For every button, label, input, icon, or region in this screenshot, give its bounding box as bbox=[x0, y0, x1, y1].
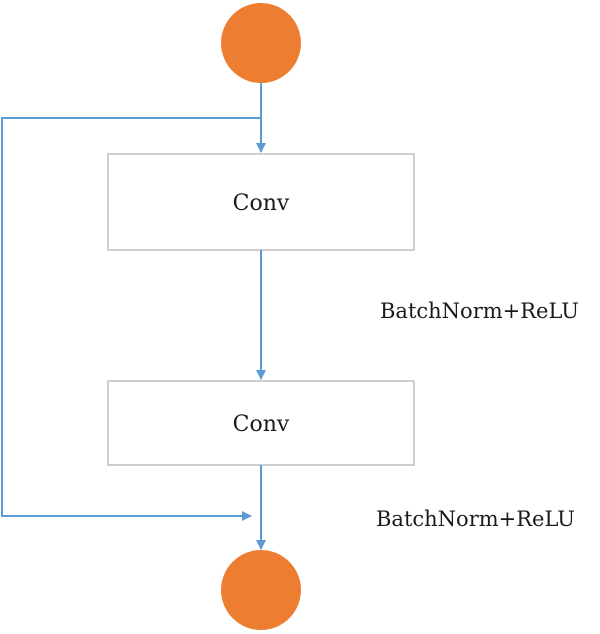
conv-box-top-label: Conv bbox=[233, 191, 290, 216]
conv-box-bottom-label: Conv bbox=[233, 412, 290, 437]
output-node bbox=[221, 550, 301, 630]
conv-box-bottom: Conv bbox=[107, 380, 415, 466]
input-node bbox=[221, 3, 301, 83]
conv-box-top: Conv bbox=[107, 153, 415, 251]
batchnorm-relu-label-2: BatchNorm+ReLU bbox=[376, 507, 575, 531]
batchnorm-relu-label-1: BatchNorm+ReLU bbox=[380, 299, 579, 323]
skip-connection bbox=[1, 117, 261, 521]
